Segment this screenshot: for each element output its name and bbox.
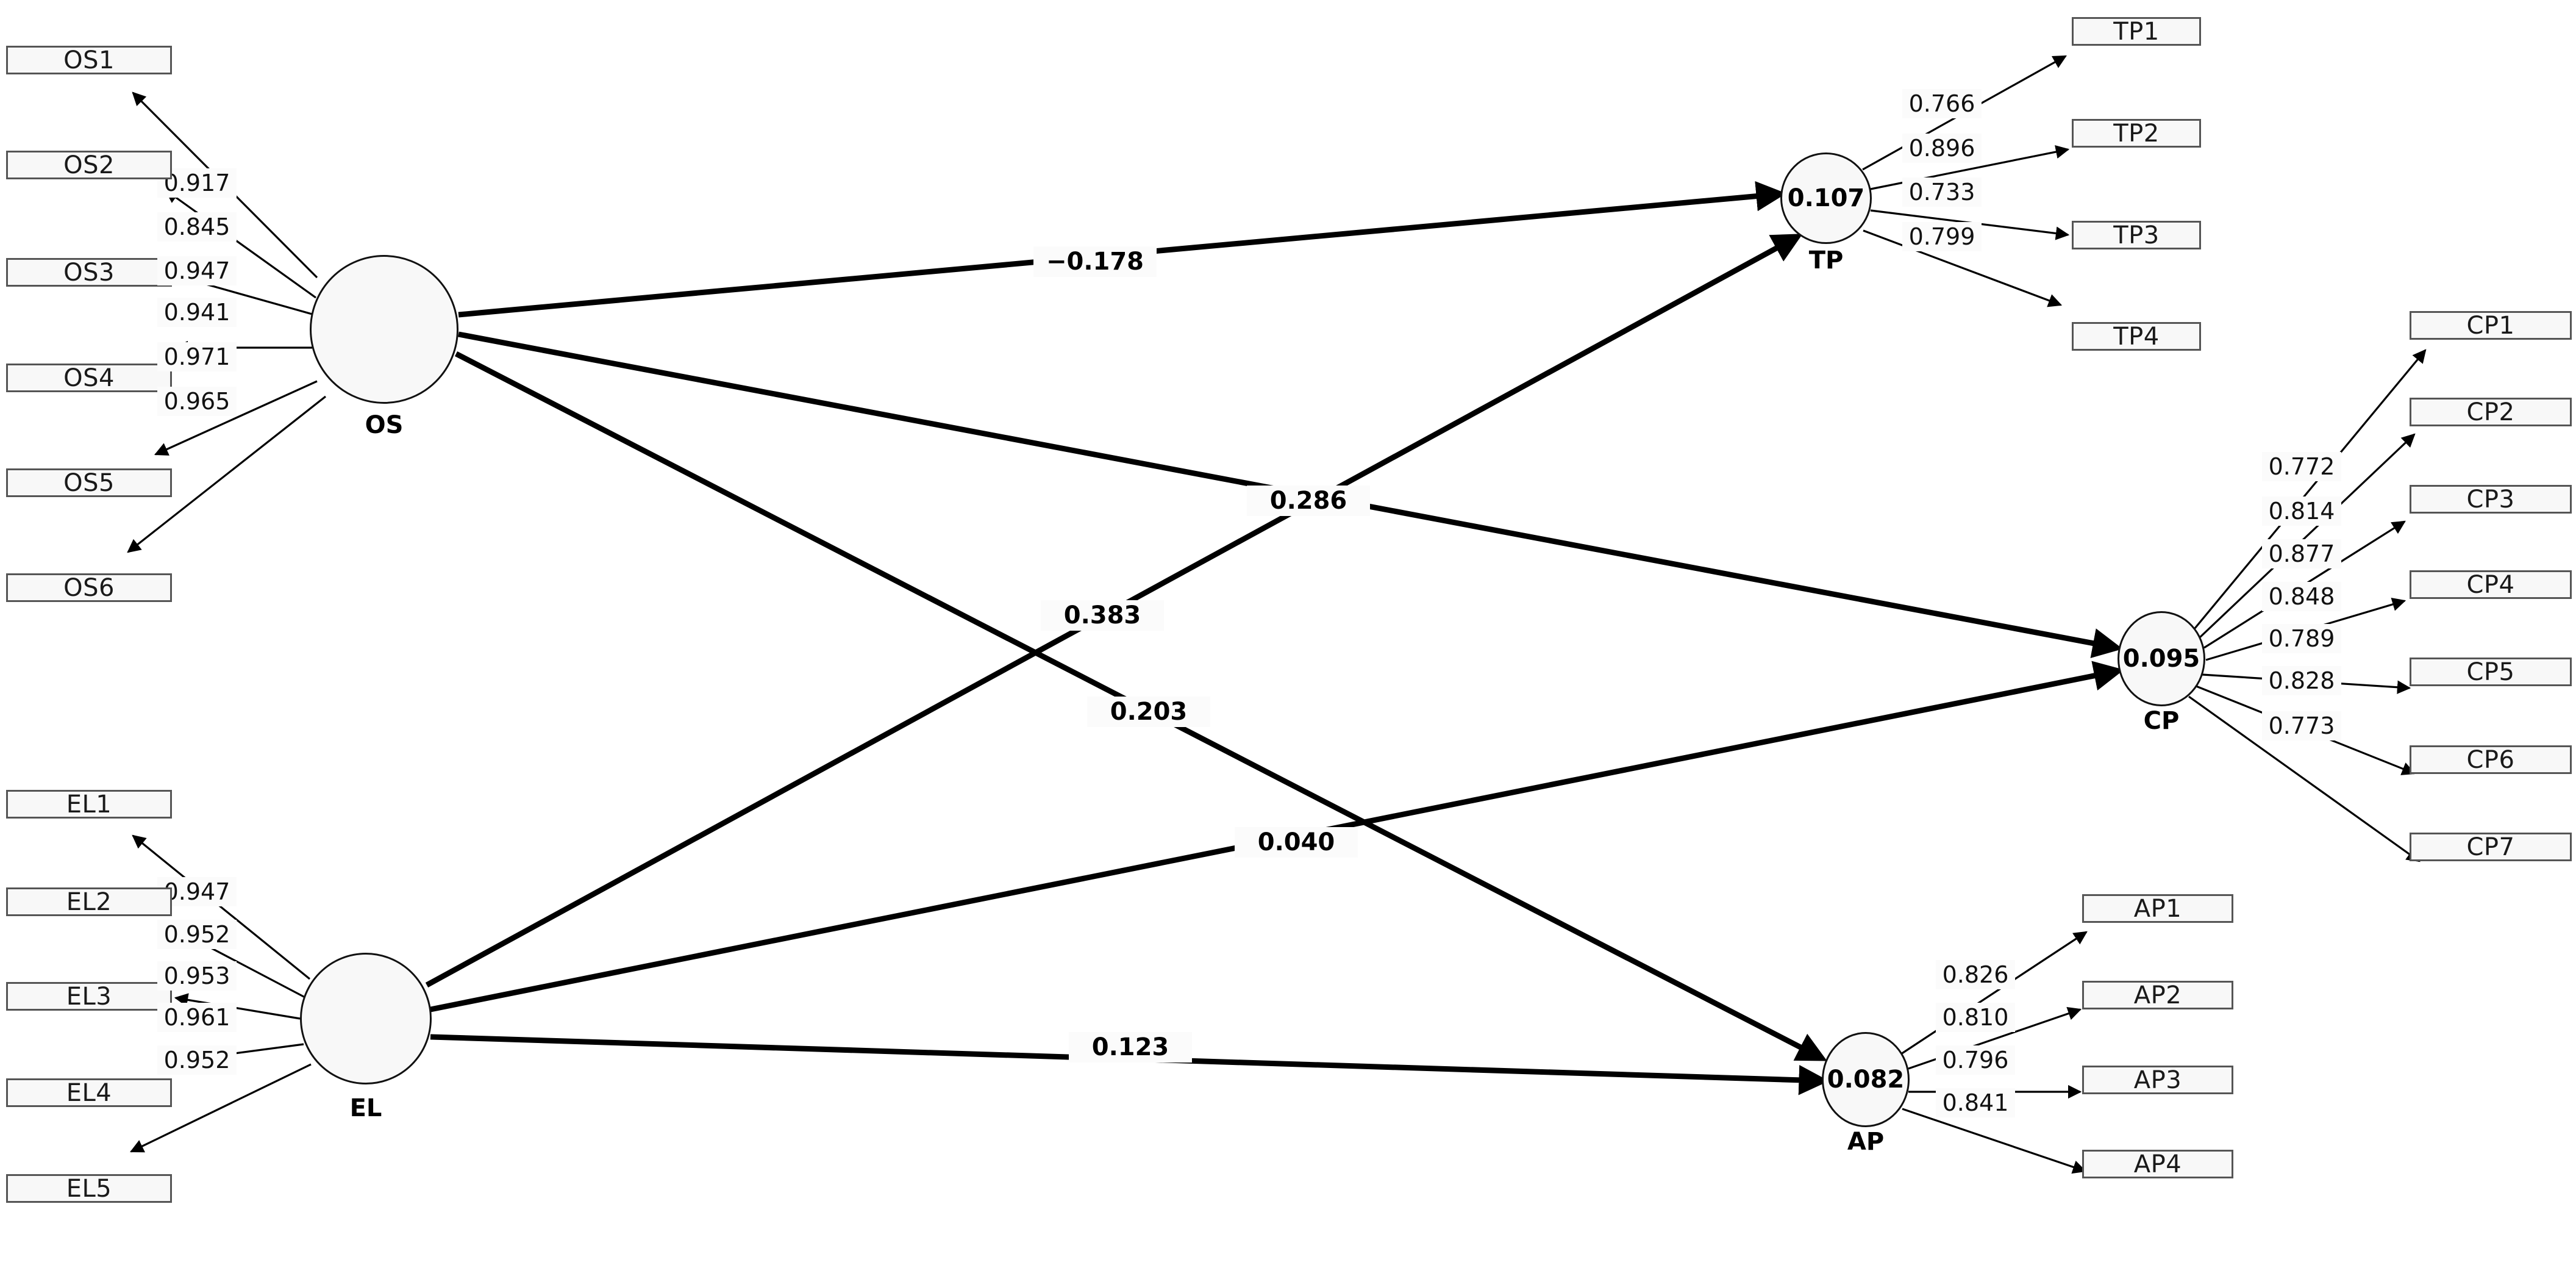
loading-label-cp5: 0.789 (2262, 624, 2341, 653)
indicator-box-cp7[interactable]: CP7 (2410, 833, 2572, 861)
loading-arrow-cp7 (2188, 695, 2421, 862)
loading-label-ap1: 0.826 (1936, 960, 2015, 989)
path-coefficient-os-ap: 0.203 (1087, 697, 1210, 727)
latent-label-os: OS (365, 411, 404, 439)
loading-arrow-os2 (165, 189, 316, 299)
loading-label-ap3: 0.796 (1936, 1045, 2015, 1075)
latent-construct-os[interactable] (310, 255, 458, 404)
path-coefficient-el-ap: 0.123 (1069, 1032, 1192, 1063)
indicator-box-tp4[interactable]: TP4 (2072, 322, 2201, 351)
latent-construct-cp[interactable]: 0.095 (2118, 611, 2205, 706)
indicator-box-ap3[interactable]: AP3 (2082, 1066, 2233, 1094)
loading-label-cp4: 0.848 (2262, 582, 2341, 611)
indicator-box-ap2[interactable]: AP2 (2082, 981, 2233, 1009)
indicator-box-cp1[interactable]: CP1 (2410, 311, 2572, 340)
indicator-box-os6[interactable]: OS6 (6, 573, 172, 602)
indicator-box-os3[interactable]: OS3 (6, 258, 172, 287)
structural-arrows (425, 181, 2124, 1095)
latent-construct-el[interactable] (300, 953, 432, 1084)
loading-label-tp1: 0.766 (1902, 89, 1982, 118)
loading-label-ap4: 0.841 (1936, 1088, 2015, 1117)
loading-label-cp7: 0.773 (2262, 711, 2341, 740)
loading-label-os4: 0.941 (157, 298, 237, 327)
path-coefficient-el-tp: 0.383 (1041, 600, 1164, 631)
indicator-box-cp3[interactable]: CP3 (2410, 485, 2572, 514)
latent-label-el: EL (349, 1094, 382, 1122)
loading-arrow-ap1 (1900, 931, 2088, 1055)
loading-label-el5: 0.952 (157, 1045, 237, 1075)
indicator-box-el1[interactable]: EL1 (6, 790, 172, 819)
loading-label-os5: 0.971 (157, 342, 237, 371)
loading-arrow-cp1 (2194, 349, 2427, 629)
loading-arrow-ap4 (1902, 1108, 2087, 1174)
latent-construct-tp[interactable]: 0.107 (1780, 152, 1872, 244)
loading-arrow-el5 (129, 1063, 312, 1153)
indicator-box-el4[interactable]: EL4 (6, 1078, 172, 1107)
indicator-box-cp6[interactable]: CP6 (2410, 745, 2572, 774)
indicator-box-os4[interactable]: OS4 (6, 364, 172, 392)
loading-label-el4: 0.961 (157, 1003, 237, 1032)
path-coefficient-os-tp: −0.178 (1033, 246, 1157, 277)
indicator-box-os1[interactable]: OS1 (6, 46, 172, 74)
loading-label-cp6: 0.828 (2262, 666, 2341, 695)
loading-arrow-os5 (154, 380, 318, 456)
indicator-box-os2[interactable]: OS2 (6, 151, 172, 179)
path-coefficient-el-cp: 0.040 (1235, 827, 1358, 858)
indicator-box-tp2[interactable]: TP2 (2072, 119, 2201, 148)
indicator-box-cp2[interactable]: CP2 (2410, 398, 2572, 426)
indicator-box-tp3[interactable]: TP3 (2072, 221, 2201, 249)
loading-label-tp4: 0.799 (1902, 222, 1982, 251)
path-coefficient-os-cp: 0.286 (1247, 486, 1370, 516)
loading-arrow-el3 (174, 993, 301, 1020)
latent-label-tp: TP (1808, 246, 1844, 274)
indicator-box-el2[interactable]: EL2 (6, 887, 172, 916)
loading-label-tp3: 0.733 (1902, 177, 1982, 207)
latent-label-ap: AP (1847, 1128, 1885, 1156)
loading-label-el3: 0.953 (157, 961, 237, 991)
loading-label-tp2: 0.896 (1902, 134, 1982, 163)
loading-label-cp2: 0.814 (2262, 496, 2341, 526)
loading-arrow-tp4 (1863, 229, 2063, 307)
indicator-box-os5[interactable]: OS5 (6, 468, 172, 497)
indicator-box-ap4[interactable]: AP4 (2082, 1150, 2233, 1178)
loading-label-ap2: 0.810 (1936, 1003, 2015, 1032)
indicator-box-el3[interactable]: EL3 (6, 982, 172, 1011)
indicator-box-tp1[interactable]: TP1 (2072, 17, 2201, 46)
loading-label-os3: 0.947 (157, 256, 237, 285)
indicator-box-cp5[interactable]: CP5 (2410, 658, 2572, 686)
latent-construct-ap[interactable]: 0.082 (1822, 1032, 1910, 1127)
loading-arrow-el1 (132, 834, 311, 980)
indicator-box-ap1[interactable]: AP1 (2082, 894, 2233, 923)
indicator-box-el5[interactable]: EL5 (6, 1174, 172, 1203)
latent-label-cp: CP (2143, 707, 2180, 735)
loading-arrow-os6 (127, 395, 326, 553)
loading-arrow-cp2 (2199, 433, 2416, 639)
loading-label-os2: 0.845 (157, 212, 237, 242)
loading-label-os6: 0.965 (157, 387, 237, 416)
loading-label-cp1: 0.772 (2262, 452, 2341, 481)
loading-label-el2: 0.952 (157, 920, 237, 949)
loading-label-cp3: 0.877 (2262, 539, 2341, 568)
indicator-box-cp4[interactable]: CP4 (2410, 570, 2572, 599)
